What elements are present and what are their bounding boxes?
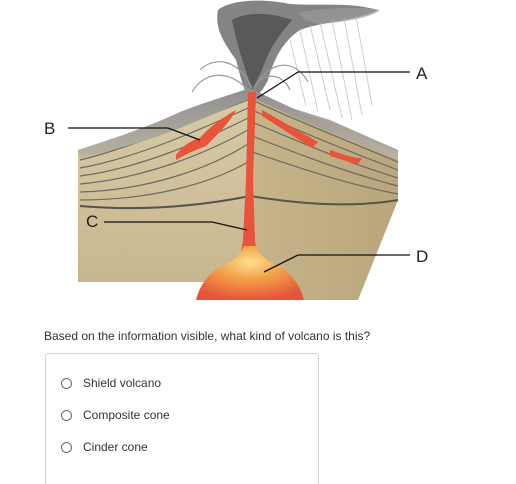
label-a: A — [416, 64, 428, 83]
magma-chamber — [196, 246, 304, 300]
ash-fall — [289, 15, 373, 121]
radio-button[interactable] — [61, 377, 72, 389]
option-shield-volcano[interactable]: Shield volcano — [61, 372, 161, 394]
option-label: Cinder cone — [83, 440, 148, 454]
option-label: Composite cone — [83, 408, 170, 422]
answer-options: Shield volcano Composite cone Cinder con… — [45, 353, 319, 484]
radio-button[interactable] — [61, 441, 72, 453]
label-c: C — [86, 212, 99, 231]
question-text: Based on the information visible, what k… — [44, 329, 371, 343]
option-cinder-cone[interactable]: Cinder cone — [61, 436, 148, 458]
volcanic-bombs — [191, 61, 309, 93]
cone-surface — [78, 88, 398, 160]
radio-button[interactable] — [61, 409, 72, 421]
central-vent — [236, 92, 262, 262]
volcano-cross-section-diagram — [68, 0, 410, 300]
option-label: Shield volcano — [83, 376, 162, 390]
ash-plume — [217, 0, 380, 100]
label-d: D — [416, 247, 429, 266]
option-composite-cone[interactable]: Composite cone — [61, 404, 170, 426]
lava-flows — [176, 110, 362, 164]
leader-lines — [68, 71, 410, 273]
label-b: B — [44, 119, 56, 138]
